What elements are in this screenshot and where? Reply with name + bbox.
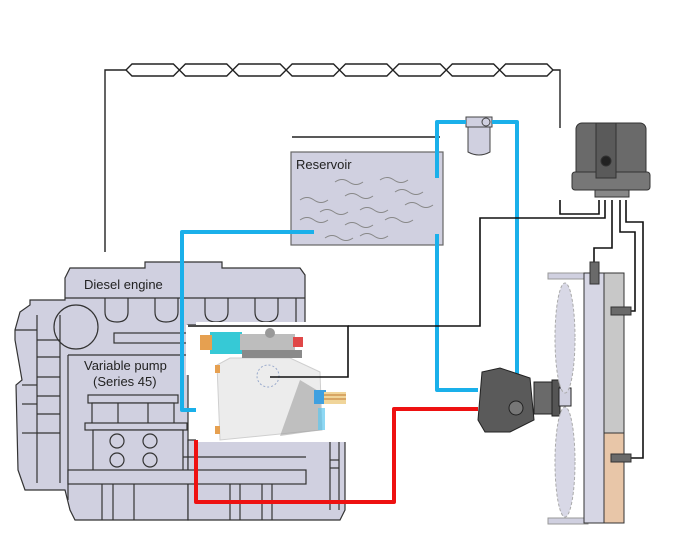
cable-twist-segment (445, 63, 501, 77)
fluid-wave (359, 207, 389, 213)
cable-twist-segment (498, 63, 554, 77)
cable-twist-segment (285, 63, 341, 77)
fluid-wave (394, 189, 424, 195)
cable-twist-segment (231, 63, 288, 77)
twisted-pair-cable (104, 63, 561, 252)
fluid-wave (379, 177, 409, 183)
cable-twist-segment (125, 63, 181, 77)
pressure-line (194, 407, 478, 504)
fluid-wave (404, 202, 434, 208)
diesel-engine-label: Diesel engine (84, 277, 163, 292)
variable-pump-label-line2: (Series 45) (93, 374, 157, 389)
temperature-sensors (589, 261, 632, 463)
fan (554, 282, 576, 518)
reservoir (290, 136, 444, 246)
controller (571, 122, 651, 198)
fluid-wave (299, 217, 329, 223)
fluid-wave (319, 209, 349, 215)
reservoir-label: Reservoir (296, 157, 352, 172)
cable-twist-segment (391, 63, 448, 77)
fluid-wave (334, 179, 364, 185)
variable-pump-label-line1: Variable pump (84, 358, 167, 373)
cable-twist-segment (338, 63, 394, 77)
fluid-wave (359, 233, 389, 239)
cable-twist-segment (178, 63, 234, 77)
signal-wires (188, 200, 644, 459)
fluid-wave (344, 193, 374, 199)
fluid-wave (344, 222, 374, 228)
variable-pump (186, 322, 348, 442)
fluid-wave (384, 217, 414, 223)
fluid-wave (324, 235, 354, 241)
fluid-wave (299, 197, 329, 203)
fan-motor (477, 367, 572, 433)
filter (465, 116, 493, 156)
